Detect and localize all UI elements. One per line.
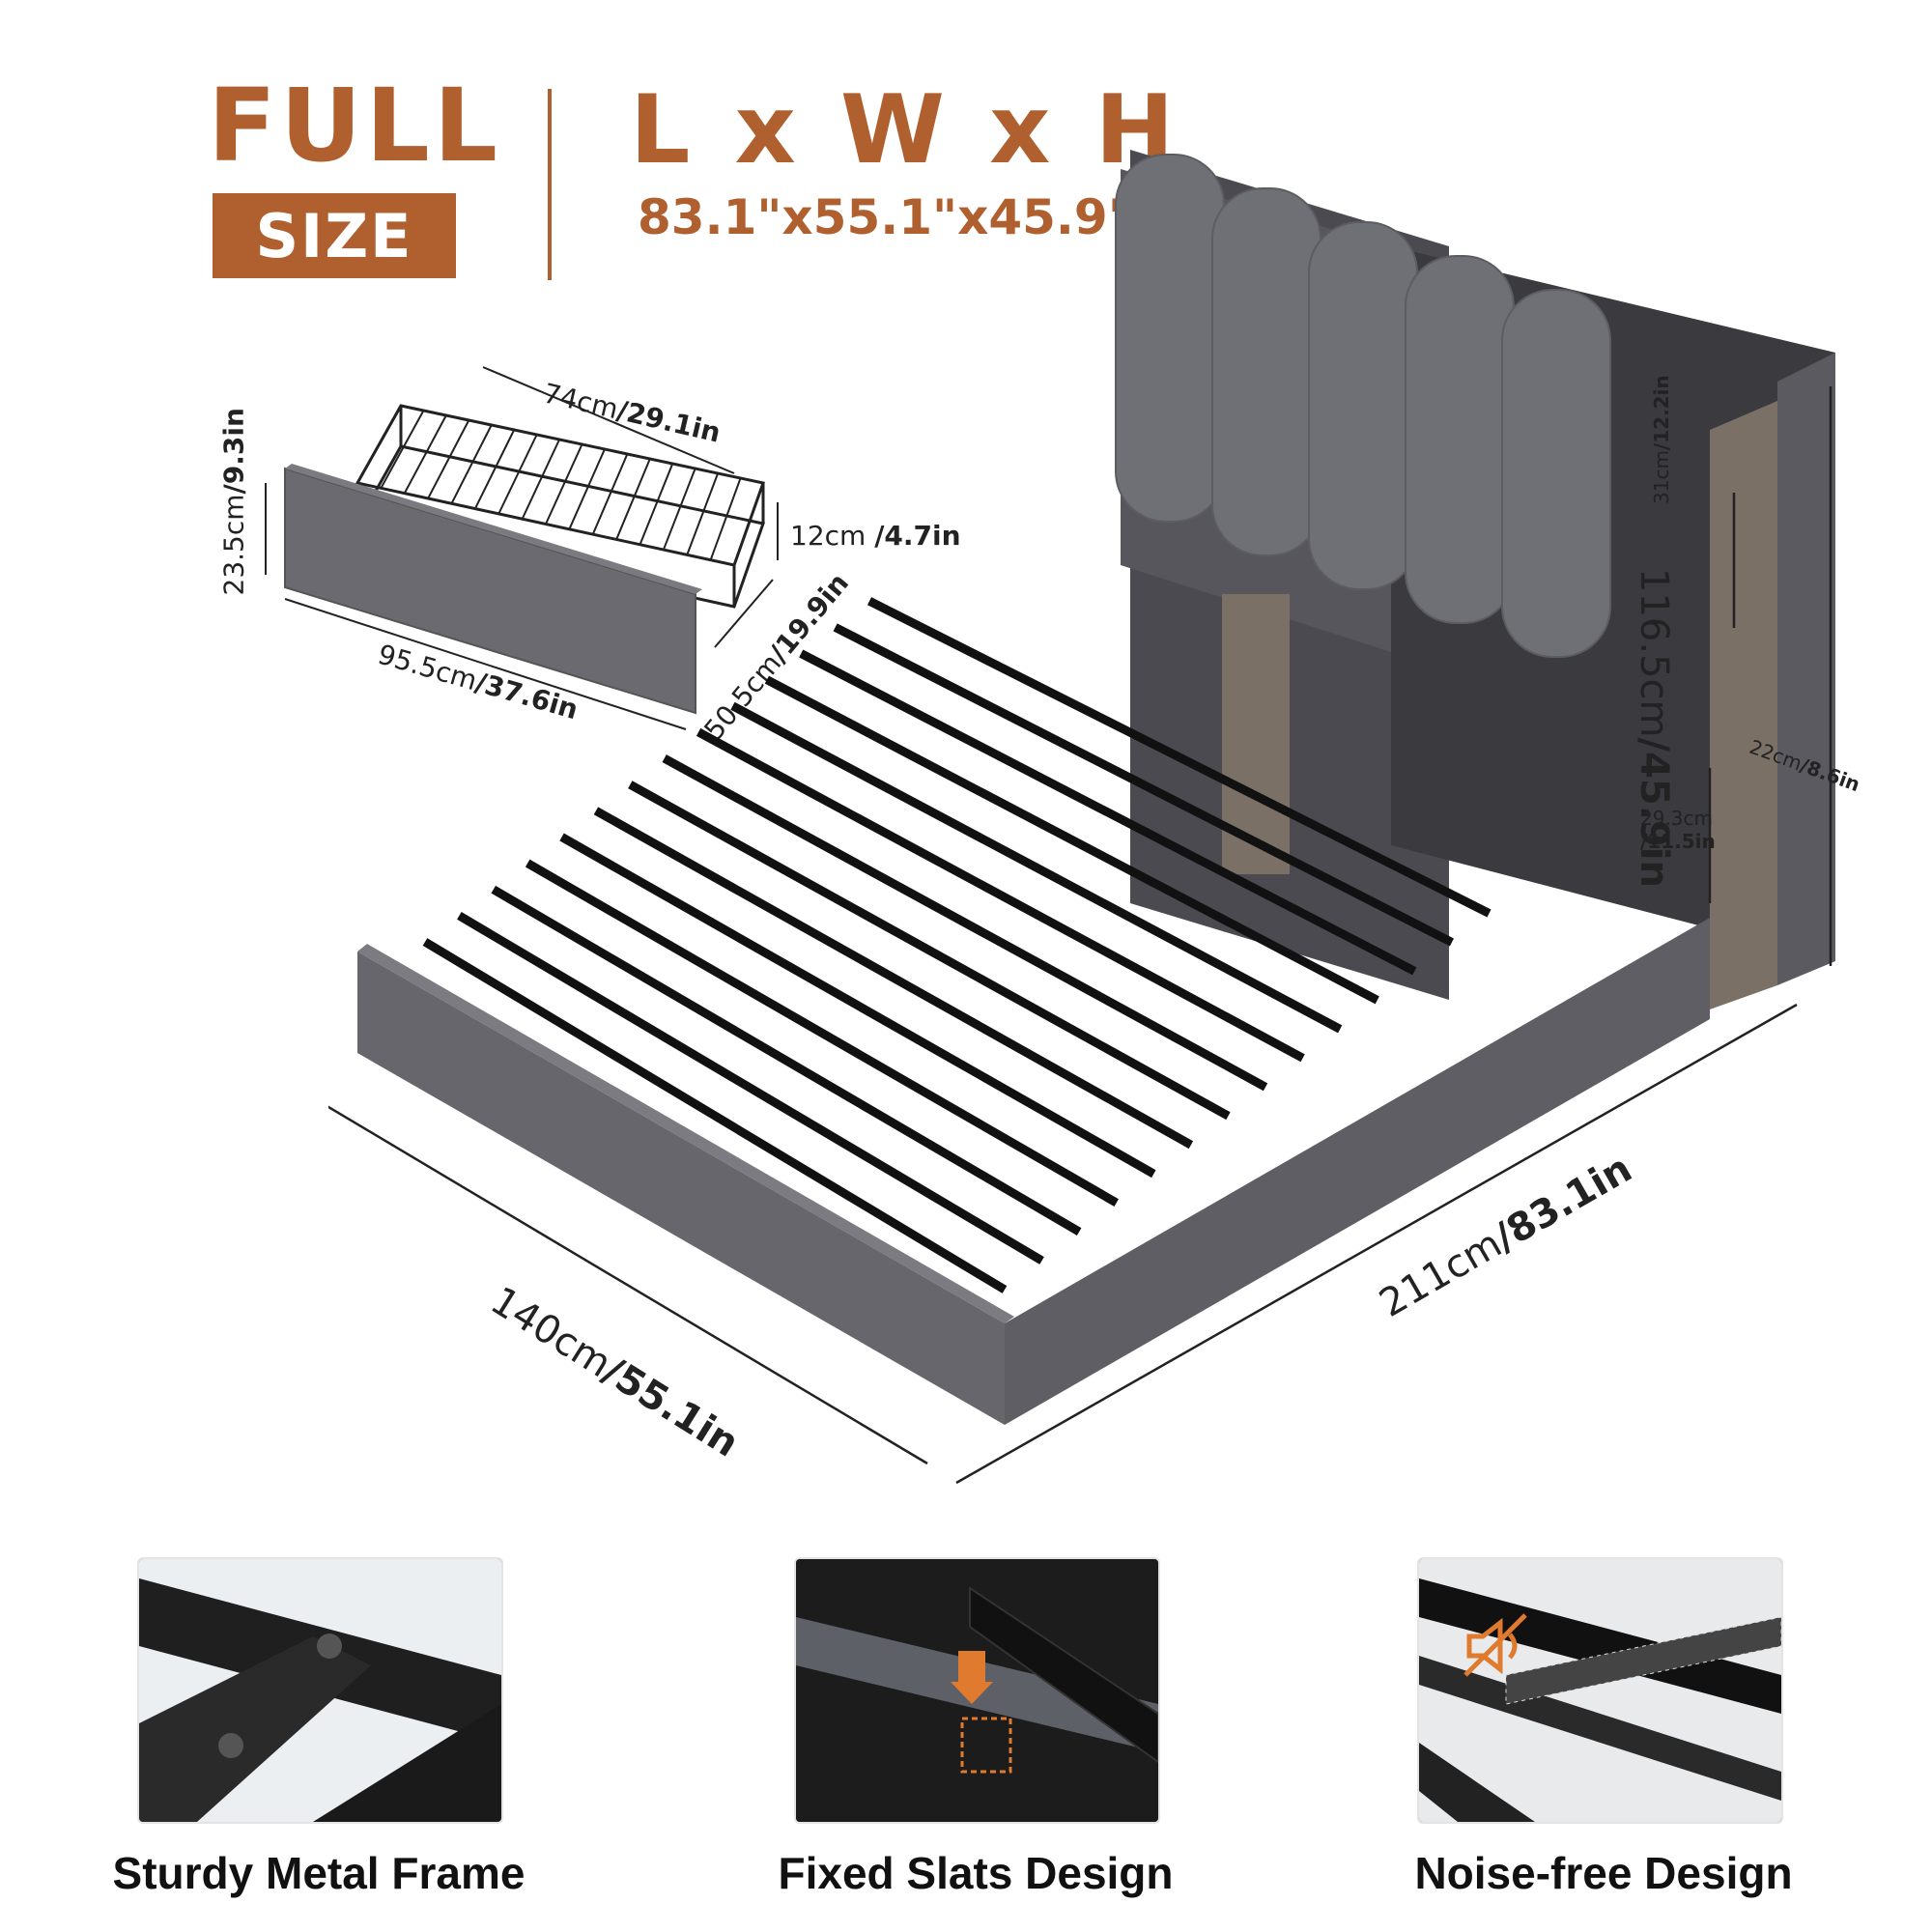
basket-wire: [686, 472, 720, 555]
bed-slat: [799, 649, 1417, 976]
bed-slat: [730, 701, 1343, 1034]
bed-slat: [628, 781, 1231, 1121]
fixed-slat-icon: [796, 1559, 1158, 1822]
basket-wire: [450, 424, 493, 504]
footboard-rail: [357, 952, 1005, 1425]
wood-shelf-side: [1710, 401, 1777, 1009]
headboard-cushion: [1115, 154, 1225, 523]
bed-illustration: [328, 150, 1835, 1485]
basket-wire: [473, 429, 516, 510]
size-badge: SIZE: [213, 193, 456, 278]
overall-dimensions: 83.1"x55.1"x45.9": [638, 189, 1133, 245]
lwh-title: L x W x H: [630, 75, 1180, 185]
basket-wire: [709, 477, 742, 561]
bed-slat: [593, 807, 1194, 1150]
clearance-label: 29.3cm/11.5in: [1640, 807, 1716, 853]
headboard-cushion: [1308, 221, 1418, 590]
basket-wire: [521, 439, 560, 520]
feature-label-fixed-slats: Fixed Slats Design: [778, 1848, 1174, 1898]
drawer-front-panel: [284, 467, 696, 715]
feature-label-noise-free: Noise-free Design: [1414, 1848, 1793, 1898]
basket-wire: [403, 414, 447, 495]
basket-height-label: 12cm /4.7in: [790, 520, 961, 552]
bed-slat: [867, 597, 1492, 918]
basket-wire: [568, 448, 606, 530]
basket-wire: [380, 410, 425, 489]
basket-wire: [639, 463, 674, 546]
bed-slat: [662, 754, 1268, 1092]
headboard-cushion: [1405, 255, 1515, 624]
bed-slat: [525, 859, 1119, 1208]
basket-wire: [356, 405, 402, 484]
header-divider: [548, 89, 552, 280]
bed-slat: [457, 911, 1044, 1264]
feature-metal-frame-photo: [137, 1557, 503, 1824]
bed-slat: [422, 938, 1008, 1293]
bed-slat: [696, 727, 1305, 1063]
feature-noise-free-photo: [1417, 1557, 1783, 1824]
headboard-cushion: [1211, 187, 1321, 556]
basket-wire: [591, 453, 629, 535]
headboard-cushion: [1501, 289, 1611, 658]
noise-free-photo: [1419, 1559, 1781, 1822]
basket-wire: [427, 419, 470, 499]
feature-fixed-slats-photo: [794, 1557, 1160, 1824]
bed-slat: [559, 833, 1156, 1179]
bed-slat: [833, 623, 1454, 947]
basket-wire: [545, 443, 583, 525]
basket-wire: [615, 458, 651, 540]
feature-label-metal-frame: Sturdy Metal Frame: [112, 1848, 526, 1898]
mute-icon: [1463, 1613, 1527, 1677]
basket-wire: [733, 482, 764, 566]
drawer-height-label: 23.5cm/9.3in: [217, 408, 250, 596]
drawer-illustration: [265, 366, 779, 730]
metal-frame-icon: [139, 1559, 501, 1822]
bed-slat: [491, 885, 1082, 1236]
size-title: FULL: [208, 67, 502, 185]
side-rail: [1005, 918, 1710, 1425]
basket-wire: [497, 434, 538, 515]
basket-wire: [662, 468, 696, 551]
shelf-top-label: 31cm/12.2in: [1650, 375, 1673, 504]
bed-slat: [764, 675, 1379, 1005]
